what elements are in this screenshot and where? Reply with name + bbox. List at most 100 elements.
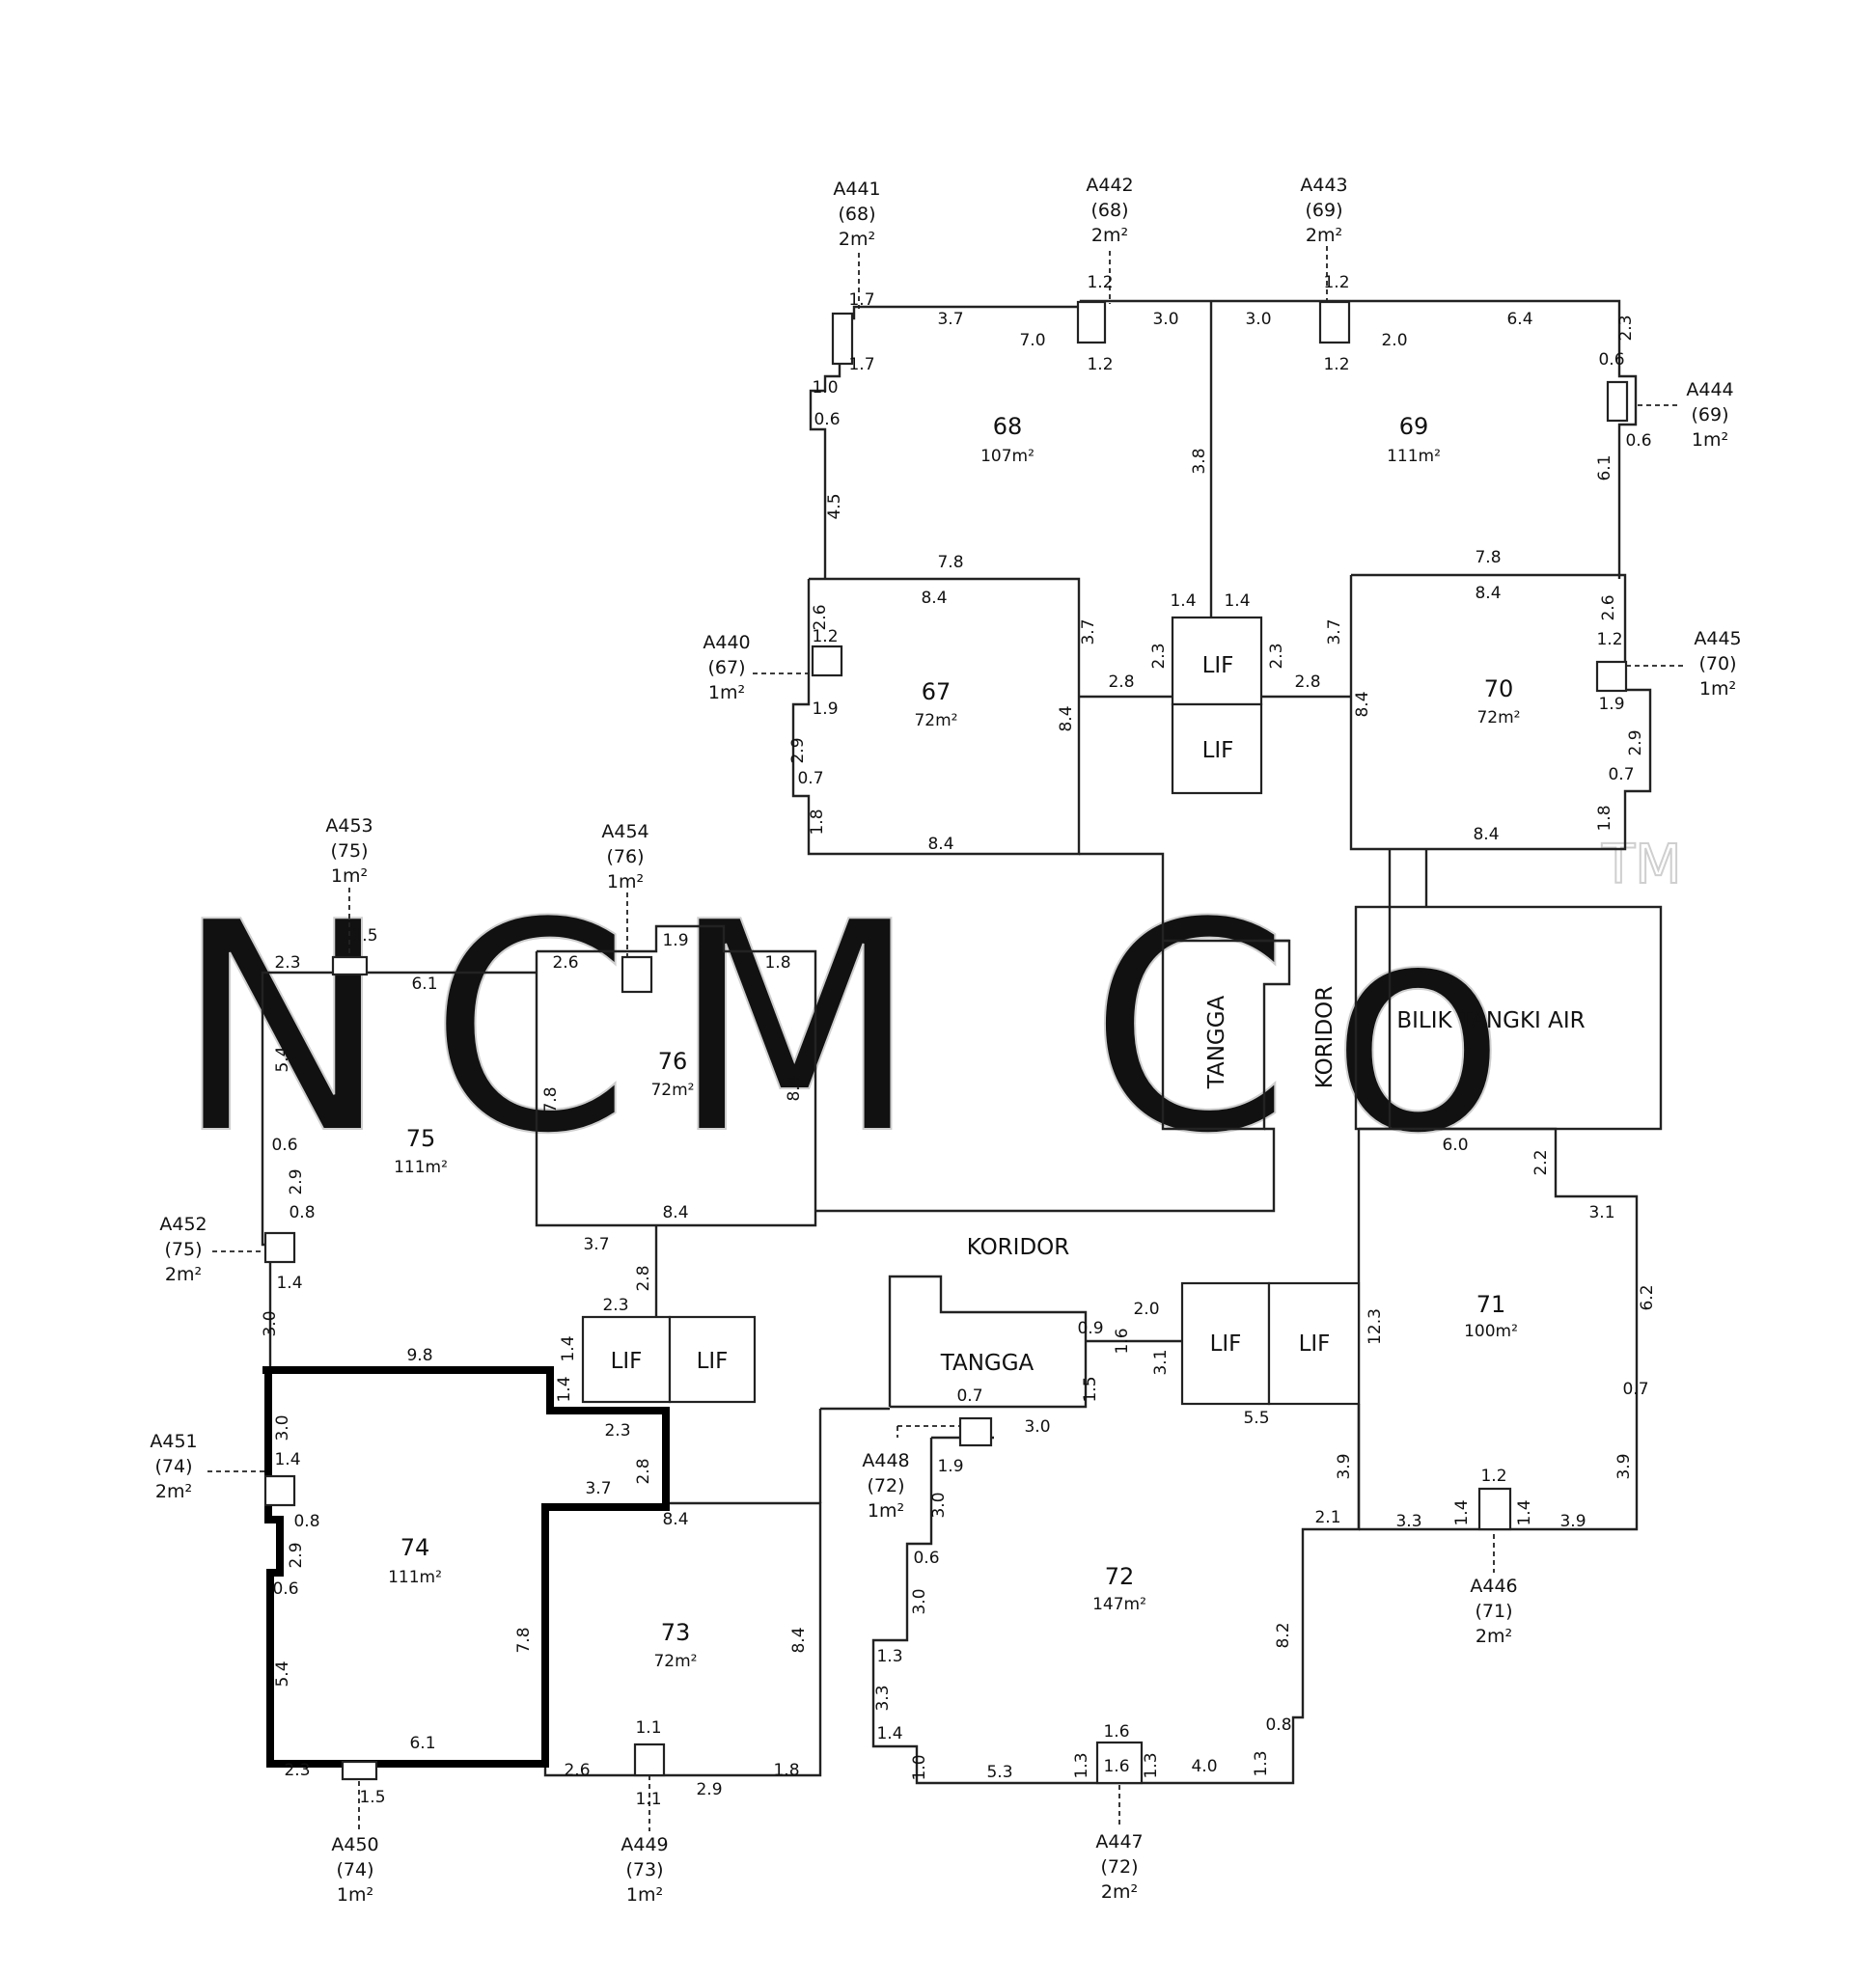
dim-label: 1.3 [1252,1750,1271,1776]
space-labels: LIF LIF LIF LIF LIF LIF TANGGA TANGGA KO… [611,653,1586,1376]
room-73-number: 73 [661,1619,691,1646]
dim-label: 8.4 [662,1510,688,1529]
dim-label: 1.5 [351,926,377,946]
dim-label: 3.0 [1152,310,1178,329]
dim-label: 2.3 [1267,643,1286,669]
dim-label: 2.3 [1149,643,1169,669]
dim-label: 6.1 [411,974,437,994]
a454-area: 1m² [607,871,644,892]
dim-label: 3.0 [1245,310,1271,329]
walls [261,299,1663,1785]
dim-label: 1.0 [910,1754,929,1780]
room-72-area: 147m² [1092,1595,1146,1614]
dim-label: 8.4 [921,589,947,608]
koridor-label: KORIDOR [967,1235,1070,1260]
room-67-number: 67 [922,678,952,705]
dim-label: 2.1 [1314,1508,1340,1527]
a453-ref: (75) [330,840,368,862]
dim-label: 7.0 [1019,331,1045,350]
dim-label: 6.2 [1638,1284,1657,1310]
dim-label: 5.3 [986,1763,1012,1782]
dim-label: 8.4 [1473,825,1499,844]
a450-code: A450 [331,1834,378,1855]
a454-ref: (76) [606,846,644,867]
a440-area: 1m² [708,682,745,703]
room-67-area: 72m² [914,711,957,730]
dim-label: 5.4 [273,1660,292,1687]
dim-label: 9.8 [406,1346,432,1365]
a449-area: 1m² [626,1884,663,1906]
dim-label: 3.9 [1335,1453,1354,1479]
a441-area: 2m² [839,229,875,250]
room-labels: 68 107m² 69 111m² 67 72m² 70 72m² 76 72m… [388,413,1520,1671]
dim-label: 8.4 [789,1627,809,1653]
dim-label: 1.4 [555,1376,574,1402]
koridor-label: KORIDOR [1312,986,1338,1089]
dim-label: 2.8 [634,1458,653,1484]
dim-label: 1.5 [359,1788,385,1807]
dim-label: 2.9 [287,1168,306,1194]
dim-label: 0.7 [1622,1380,1648,1399]
a449-ref: (73) [625,1859,663,1880]
dim-label: 8.4 [1057,705,1076,731]
dim-label: 2.8 [634,1265,653,1291]
dim-label: 2.2 [1531,1149,1551,1175]
a453-area: 1m² [331,865,368,887]
dim-label: 2.3 [1616,315,1636,341]
dim-label: 2.3 [604,1421,630,1441]
dim-label: 1.7 [848,290,874,310]
a451-ref: (74) [154,1456,192,1477]
a448-code: A448 [862,1450,909,1471]
dim-label: 0.8 [293,1512,319,1531]
dim-label: 0.9 [1077,1319,1103,1338]
dim-label: 3.7 [1079,618,1098,645]
accessory-labels: A441 (68) 2m² A442 (68) 2m² A443 (69) 2m… [150,175,1741,1906]
dim-label: 2.9 [788,737,808,763]
dim-label: 0.8 [289,1203,315,1222]
a445-code: A445 [1694,628,1741,649]
a452-area: 2m² [165,1264,202,1285]
dim-label: 6.1 [409,1734,435,1753]
a447-code: A447 [1095,1831,1143,1852]
room-74-number: 74 [400,1534,430,1561]
dim-label: 1.4 [1170,591,1196,611]
room-69-number: 69 [1399,413,1429,440]
dim-label: 8.4 [927,835,953,854]
dim-label: 3.7 [1325,618,1344,645]
a449-code: A449 [621,1834,668,1855]
dim-label: 3.7 [937,310,963,329]
a446-code: A446 [1470,1576,1517,1597]
dim-label: 2.0 [1133,1300,1159,1319]
dim-label: 1.9 [1598,695,1624,714]
dim-label: 1.4 [559,1335,578,1361]
a444-ref: (69) [1691,404,1728,425]
dim-label: 0.6 [272,1579,298,1599]
a451-code: A451 [150,1431,197,1452]
lif-label: LIF [1299,1331,1331,1357]
a447-ref: (72) [1100,1856,1138,1878]
dim-label: 7.8 [541,1086,561,1112]
dim-label: 5.4 [273,1046,292,1072]
dim-label: 7.8 [1475,548,1501,567]
dim-label: 0.6 [271,1136,297,1155]
dim-label: 1.9 [937,1457,963,1476]
lif-label: LIF [611,1349,643,1374]
dim-label: 2.6 [811,604,830,630]
a453-code: A453 [325,815,372,837]
a443-code: A443 [1300,175,1347,196]
room-68-area: 107m² [980,447,1035,466]
dim-label: 2.3 [274,953,300,973]
dim-label: 1.3 [1142,1752,1161,1778]
a450-area: 1m² [337,1884,373,1906]
room-74-outline [262,1366,670,1768]
room-71-area: 100m² [1464,1322,1518,1341]
dim-label: 2.9 [696,1780,722,1799]
dim-label: 1.6 [1113,1328,1132,1354]
dim-label: 2.3 [602,1296,628,1315]
dim-label: 2.9 [1626,729,1645,755]
tangga-label: TANGGA [1204,995,1229,1089]
a445-area: 1m² [1699,678,1736,700]
dim-label: 1.9 [662,931,688,950]
dim-label: 5.5 [1243,1409,1269,1428]
a448-ref: (72) [867,1475,904,1496]
